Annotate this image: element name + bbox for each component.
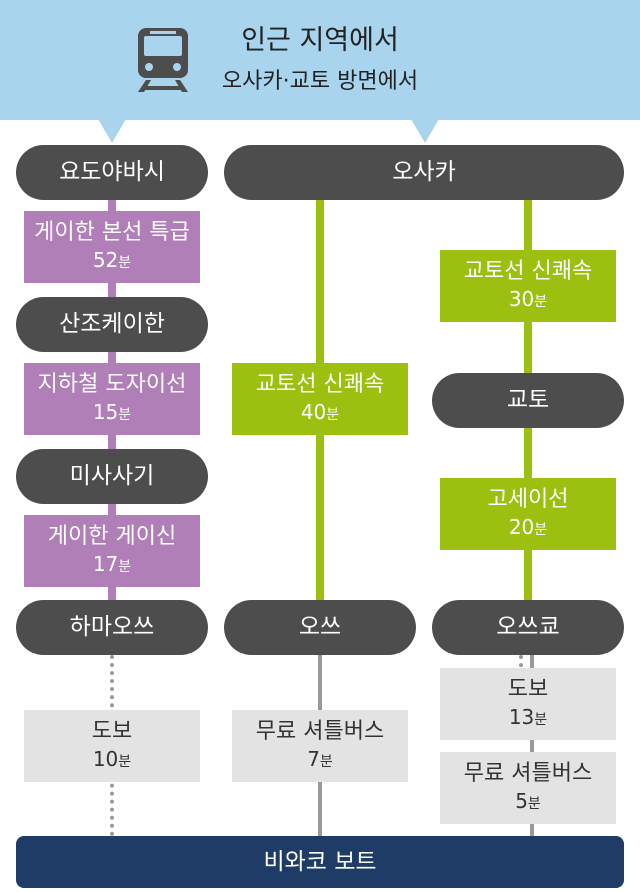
route-time: 15: [92, 399, 119, 424]
station-otsu: 오쓰: [224, 600, 416, 655]
route-name: 게이한 본선 특급: [34, 219, 190, 245]
route-name: 게이한 게이신: [47, 523, 177, 549]
shuttle-line-right: [530, 655, 534, 836]
route-unit: 분: [118, 558, 132, 575]
route-unit: 분: [326, 406, 340, 423]
route-time: 5: [515, 788, 528, 813]
route-unit: 분: [118, 406, 132, 423]
route-unit: 분: [534, 521, 548, 538]
header-pointer-left: [98, 119, 126, 143]
route-keishin: 게이한 게이신 17분: [24, 515, 200, 587]
route-time: 52: [92, 247, 119, 272]
route-unit: 분: [118, 753, 132, 770]
station-otsukyo: 오쓰쿄: [432, 600, 624, 655]
station-yodoyabashi: 요도야바시: [16, 145, 208, 200]
route-name: 도보: [91, 718, 133, 744]
route-time: 40: [300, 399, 327, 424]
route-name: 무료 셔틀버스: [255, 718, 385, 744]
header-title: 인근 지역에서: [241, 25, 399, 56]
route-unit: 분: [527, 795, 541, 812]
route-shuttle-middle: 무료 셔틀버스 7분: [232, 710, 408, 782]
route-unit: 분: [534, 711, 548, 728]
destination-biwako-boat: 비와코 보트: [16, 836, 624, 888]
route-keihan-main: 게이한 본선 특급 52분: [24, 211, 200, 283]
route-name: 교토선 신쾌속: [463, 258, 593, 284]
header-pointer-right: [411, 119, 439, 143]
header-banner: [0, 0, 640, 120]
route-time: 17: [92, 551, 119, 576]
route-time: 7: [307, 746, 320, 771]
route-walk-left: 도보 10분: [24, 710, 200, 782]
station-osaka: 오사카: [224, 145, 624, 200]
route-kyoto-rapid-30: 교토선 신쾌속 30분: [440, 250, 616, 322]
header-subtitle: 오사카·교토 방면에서: [221, 69, 419, 94]
station-misasagi: 미사사기: [16, 449, 208, 504]
train-icon: [138, 28, 188, 92]
route-tozai: 지하철 도자이선 15분: [24, 363, 200, 435]
route-kyoto-rapid-40: 교토선 신쾌속 40분: [232, 363, 408, 435]
route-time: 30: [508, 286, 535, 311]
route-time: 20: [508, 514, 535, 539]
route-unit: 분: [319, 753, 333, 770]
route-shuttle-right: 무료 셔틀버스 5분: [440, 752, 616, 824]
route-unit: 분: [534, 293, 548, 310]
route-time: 10: [92, 746, 119, 771]
route-name: 도보: [507, 676, 549, 702]
route-name: 교토선 신쾌속: [255, 371, 385, 397]
station-sanjo-keihan: 산조케이한: [16, 297, 208, 352]
route-time: 13: [508, 704, 535, 729]
station-kyoto: 교토: [432, 373, 624, 428]
station-hamaotsu: 하마오쓰: [16, 600, 208, 655]
route-name: 고세이선: [487, 486, 569, 512]
route-walk-right: 도보 13분: [440, 668, 616, 740]
route-unit: 분: [118, 254, 132, 271]
route-kosei: 고세이선 20분: [440, 478, 616, 550]
route-name: 무료 셔틀버스: [463, 760, 593, 786]
route-name: 지하철 도자이선: [37, 371, 187, 397]
